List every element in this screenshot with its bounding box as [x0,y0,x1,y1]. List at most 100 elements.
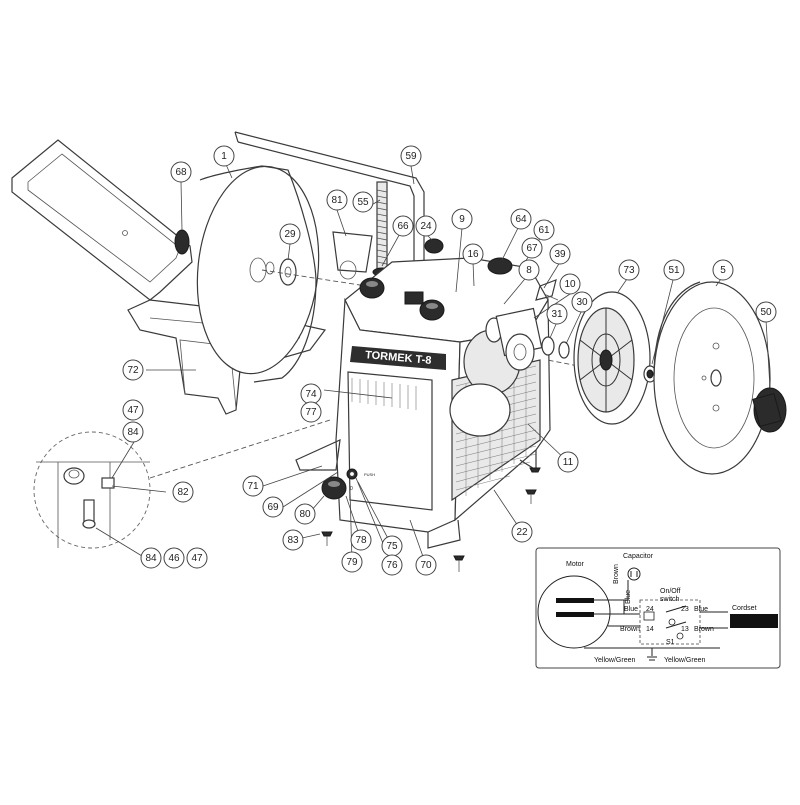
bracket-plate [332,231,373,280]
cordset-label: Cordset [732,605,757,612]
terminal-23: 23 [681,606,689,613]
washer-30 [558,341,570,359]
callout-number: 8 [526,265,532,276]
callout-c72: 72 [122,359,144,381]
callout-circle [400,145,422,167]
screw-83 [321,531,333,546]
callout-circle [300,401,322,423]
callout-circle [712,259,734,281]
callout-circle [326,189,348,211]
support-bar [234,131,425,292]
callout-number: 9 [459,214,465,225]
callout-c8: 8 [518,259,540,281]
callout-number: 29 [284,229,296,240]
callout-circle [618,259,640,281]
callout-number: 47 [191,553,203,564]
switch-panel: I PUSH 0 [338,448,375,492]
callout-c84b: 84 [140,547,162,569]
callout-number: 64 [515,214,527,225]
capacitor-symbol [627,567,641,581]
callout-number: 82 [177,487,189,498]
callout-c46: 46 [163,547,185,569]
callout-c55: 55 [352,191,374,213]
switch-label-2: switch [660,596,680,603]
callout-circle [282,529,304,551]
callout-c9: 9 [451,208,473,230]
callout-c47a: 47 [122,399,144,421]
screw-11 [529,467,541,473]
callout-circle [451,208,473,230]
top-knob-left[interactable] [359,277,385,299]
callout-number: 61 [538,225,550,236]
callout-circle [755,301,777,323]
blue-left-label: Blue [624,606,638,613]
callout-c78: 78 [350,529,372,551]
callout-circle [350,529,372,551]
callout-number: 66 [397,221,409,232]
callout-c5: 5 [712,259,734,281]
wheel-knob-50[interactable] [752,387,787,433]
callout-circle [140,547,162,569]
knob-24[interactable] [424,238,444,254]
callout-circle [663,259,685,281]
callout-c39: 39 [549,243,571,265]
callout-circle [172,481,194,503]
callout-number: 72 [127,365,139,376]
callout-c79: 79 [341,551,363,573]
motor-winding-2 [556,612,594,617]
spindle-assembly [485,279,559,371]
callout-circle [122,399,144,421]
tool-rest-tray [11,139,193,301]
brown-cap-label: Brown [613,564,620,584]
callout-c84a: 84 [122,421,144,443]
callout-c77: 77 [300,401,322,423]
callout-number: 69 [267,502,279,513]
callout-number: 30 [576,297,588,308]
washer-29 [279,258,297,286]
callout-circle [557,451,579,473]
threaded-shaft [372,181,392,277]
callout-number: 76 [386,560,398,571]
callout-number: 10 [564,279,576,290]
callout-number: 77 [305,407,317,418]
callout-number: 11 [563,457,574,468]
callout-number: 67 [526,243,538,254]
callout-number: 84 [127,427,139,438]
callout-c51: 51 [663,259,685,281]
callout-circle [511,521,533,543]
callout-circle [559,273,581,295]
callout-circle [415,215,437,237]
callout-circle [392,215,414,237]
callout-circle [381,554,403,576]
callout-circle [549,243,571,265]
nut-51 [643,365,657,383]
washer-31 [541,336,555,356]
callout-c22: 22 [511,521,533,543]
callout-number: 73 [623,265,635,276]
switch-push-mark: PUSH [364,472,375,477]
switch-on-mark: I [338,448,339,454]
callout-c70: 70 [415,554,437,576]
callout-c61: 61 [533,219,555,241]
callout-circle [415,554,437,576]
screw-22 [525,489,537,504]
callout-circle [521,237,543,259]
callout-number: 75 [386,541,398,552]
terminal-14: 14 [646,626,654,633]
callout-circle [518,259,540,281]
callout-number: 46 [168,553,180,564]
callout-number: 80 [299,509,311,520]
front-knob-80[interactable] [321,476,347,500]
switch-off-mark: 0 [350,486,353,492]
top-knob-right[interactable] [419,299,445,321]
honing-wheel-hub [573,291,651,425]
callout-number: 5 [720,265,726,276]
callout-c81: 81 [326,189,348,211]
motor-winding-1 [556,598,594,603]
knob-64[interactable] [487,257,513,275]
callout-circle [242,475,264,497]
callout-c47b: 47 [186,547,208,569]
axis-line-left [261,269,361,286]
callout-circle [213,145,235,167]
